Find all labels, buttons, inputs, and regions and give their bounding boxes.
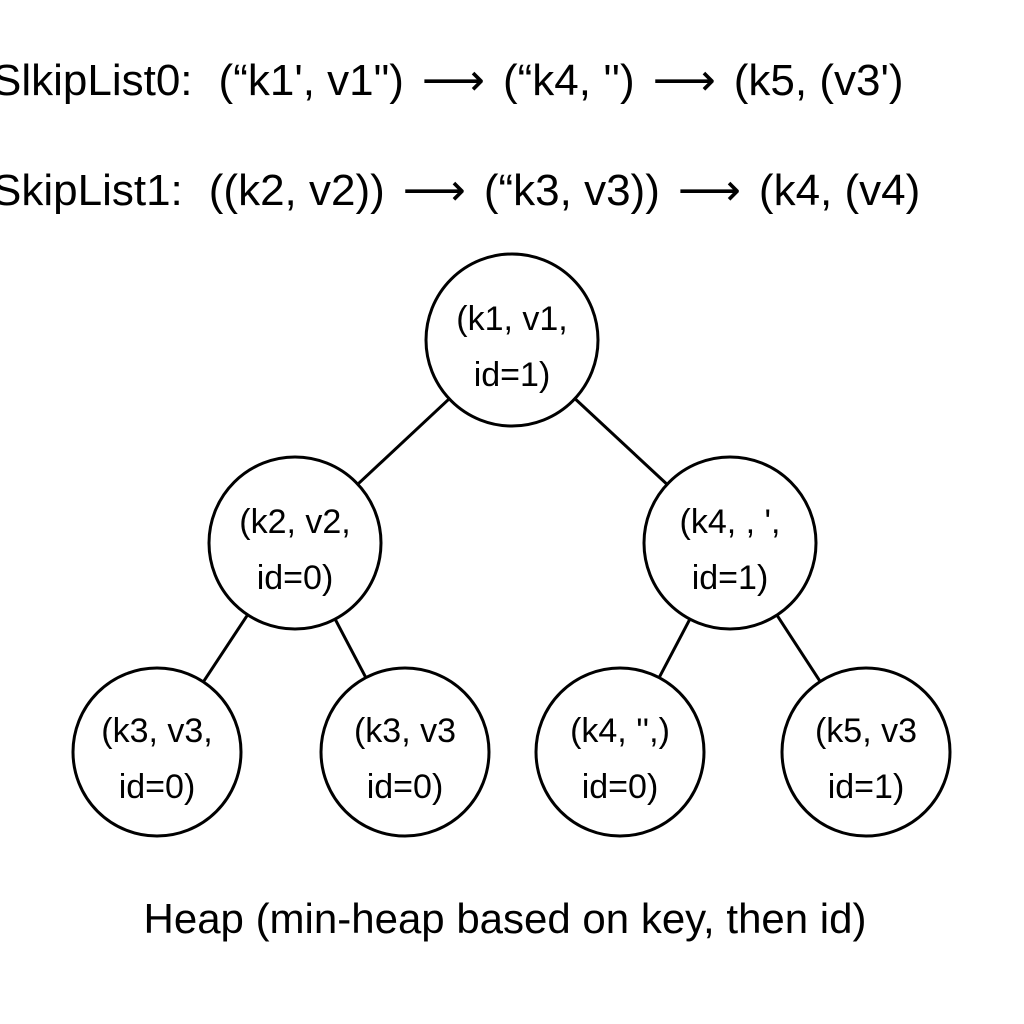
heap-node: (k1, v1, id=1) bbox=[424, 252, 600, 428]
right-arrow-icon: ⟶ bbox=[402, 165, 466, 216]
heap-edge bbox=[202, 613, 249, 683]
heap-node: (k3, v3 id=0) bbox=[319, 666, 491, 838]
heap-node: (k4, '',) id=0) bbox=[534, 666, 706, 838]
heap-node-id: id=1) bbox=[692, 559, 769, 597]
heap-node-id: id=0) bbox=[582, 768, 659, 806]
skip-list-node: (“k1', v1") bbox=[218, 56, 404, 105]
heap-node-key: (k1, v1, bbox=[456, 300, 567, 338]
heap-node: (k4, , ', id=1) bbox=[642, 455, 818, 631]
heap-node-key: (k3, v3, bbox=[101, 712, 212, 750]
heap-node: (k3, v3, id=0) bbox=[71, 666, 243, 838]
heap-node-key: (k4, '',) bbox=[570, 712, 670, 750]
heap-node-key: (k2, v2, bbox=[239, 503, 350, 541]
heap-node-key: (k3, v3 bbox=[354, 712, 456, 750]
heap-node-circle bbox=[424, 252, 600, 428]
heap-node-circle bbox=[207, 455, 383, 631]
right-arrow-icon: ⟶ bbox=[677, 165, 741, 216]
skip-list-node: (k5, (v3') bbox=[733, 56, 904, 105]
skip-list-0: SlkipList0: (“k1', v1") ⟶ (“k4, '') ⟶ (k5, (v… bbox=[0, 55, 904, 107]
heap-edge bbox=[657, 618, 692, 679]
heap-edges bbox=[202, 397, 822, 683]
heap-edge bbox=[775, 614, 822, 683]
skip-list-node: (k4, (v4) bbox=[758, 166, 921, 215]
heap-edge bbox=[356, 397, 451, 486]
skip-list-label: SlkipList0: bbox=[0, 56, 193, 105]
heap-nodes: (k1, v1, id=1) (k2, v2, id=0) (k4, , ', id=1)… bbox=[71, 252, 952, 838]
skip-list-node: (“k4, '') bbox=[503, 56, 635, 105]
right-arrow-icon: ⟶ bbox=[652, 55, 716, 106]
heap-node-circle bbox=[780, 666, 952, 838]
skip-list-node: (“k3, v3)) bbox=[483, 166, 660, 215]
skip-list-node: ((k2, v2)) bbox=[208, 166, 385, 215]
heap-node-key: (k4, , ', bbox=[680, 503, 781, 541]
right-arrow-icon: ⟶ bbox=[421, 55, 485, 106]
skip-list-1: SkipList1: ((k2, v2)) ⟶ (“k3, v3)) ⟶ (k4, (v4… bbox=[0, 165, 920, 217]
heap-caption: Heap (min-heap based on key, then id) bbox=[143, 895, 867, 942]
heap-node-key: (k5, v3 bbox=[815, 712, 917, 750]
heap-node: (k2, v2, id=0) bbox=[207, 455, 383, 631]
skip-list-label: SkipList1: bbox=[0, 166, 183, 215]
heap-node-id: id=0) bbox=[257, 559, 334, 597]
heap-node-id: id=0) bbox=[367, 768, 444, 806]
heap-node-id: id=1) bbox=[474, 356, 551, 394]
heap-node-id: id=1) bbox=[828, 768, 905, 806]
heap-node-circle bbox=[71, 666, 243, 838]
heap-node: (k5, v3 id=1) bbox=[780, 666, 952, 838]
heap-node-circle bbox=[642, 455, 818, 631]
heap-edge bbox=[573, 397, 669, 486]
heap-edge bbox=[333, 618, 368, 679]
heap-node-circle bbox=[319, 666, 491, 838]
heap-node-id: id=0) bbox=[119, 768, 196, 806]
heap-node-circle bbox=[534, 666, 706, 838]
